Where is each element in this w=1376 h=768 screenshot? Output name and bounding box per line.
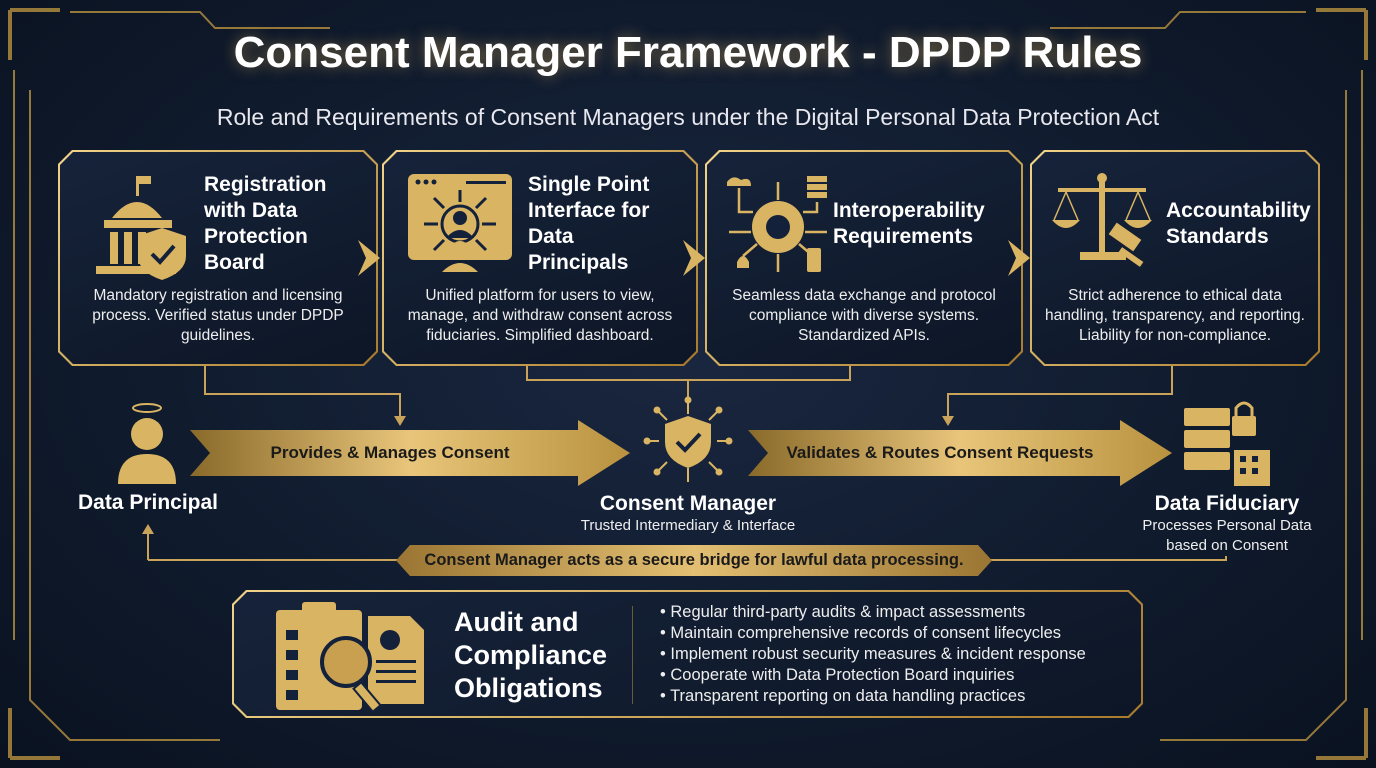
gear-network-icon [723,172,833,277]
page-subtitle: Role and Requirements of Consent Manager… [216,104,1160,130]
card-title-line: Principals [528,251,629,274]
data-fiduciary-sublabel: Processes Personal Data based on Consent [1110,516,1344,556]
card-description: Mandatory registration and licensing pro… [92,287,344,344]
card-title-line: Registration [204,173,327,196]
card-title-line: Accountability [1166,199,1311,222]
card-title-line: Interface for [528,199,650,222]
card-title-line: with Data [204,199,298,222]
audit-clipboard-magnifier-icon [272,600,432,712]
validates-routes-arrow: Validates & Routes Consent Requests [748,420,1172,486]
list-item: Maintain comprehensive records of consen… [660,623,1086,644]
audit-obligations-list: Regular third-party audits & impact asse… [660,602,1086,707]
audit-title-line: Obligations [454,673,603,703]
card-title-line: Standards [1166,225,1269,248]
audit-title-line: Compliance [454,640,608,670]
list-item: Implement robust security measures & inc… [660,644,1086,665]
provides-consent-arrow: Provides & Manages Consent [190,420,630,486]
card-title-line: Protection [204,225,308,248]
list-item: Transparent reporting on data handling p… [660,686,1086,707]
list-item: Cooperate with Data Protection Board inq… [660,665,1086,686]
browser-user-arrows-icon [406,172,516,272]
data-fiduciary-label: Data Fiduciary [1154,492,1300,515]
card-title-line: Board [204,251,265,274]
card-title-line: Interoperability [833,199,985,222]
consent-manager-sublabel: Trusted Intermediary & Interface [580,517,796,534]
consent-manager-label: Consent Manager [599,492,777,515]
card-title-line: Single Point [528,173,650,196]
data-principal-icon [118,403,176,484]
card-description: Strict adherence to ethical data handlin… [1045,287,1305,344]
list-item: Regular third-party audits & impact asse… [660,602,1086,623]
page-title: Consent Manager Framework - DPDP Rules [233,28,1143,77]
data-principal-label: Data Principal [77,491,219,514]
secure-bridge-banner: Consent Manager acts as a secure bridge … [396,545,992,576]
sublabel-line: Processes Personal Data [1142,517,1312,534]
audit-title-line: Audit and [454,607,579,637]
scales-gavel-icon [1050,170,1160,270]
card-description: Seamless data exchange and protocol comp… [732,287,996,344]
divider [632,606,633,704]
card-description: Unified platform for users to view, mana… [407,287,673,344]
government-building-shield-icon [90,172,220,282]
consent-manager-shield-icon [643,396,733,482]
sublabel-line: based on Consent [1166,537,1288,554]
card-title-line: Data [528,225,574,248]
card-title-line: Requirements [833,225,974,248]
data-fiduciary-server-icon [1184,401,1270,486]
